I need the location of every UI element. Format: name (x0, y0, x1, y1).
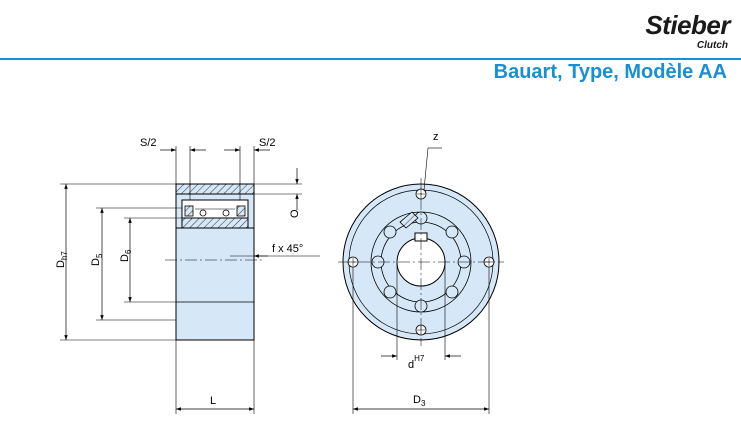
d6-label: D6 (119, 249, 133, 262)
dh7-label: Dh7 (55, 251, 69, 268)
bore-label: dH7 (408, 354, 425, 371)
outer-ring-section (175, 183, 255, 195)
sprag-clip (399, 211, 419, 229)
s-half-left-label: S/2 (140, 137, 157, 149)
inner-ring-section (181, 217, 249, 229)
seal-right (236, 205, 246, 217)
length-label: L (210, 395, 216, 407)
seal-left (184, 205, 194, 217)
brand-name: Stieber (645, 10, 730, 40)
page-title: Bauart, Type, Modèle AA (493, 61, 727, 83)
header-rule (0, 58, 741, 60)
o-label: O (289, 209, 301, 218)
z-label: z (433, 131, 439, 143)
side-view: S/2 S/2 O Dh7 D5 D6 f x 45° L (55, 137, 320, 414)
brand-subtitle: Clutch (696, 40, 728, 51)
d3-label: D3 (413, 394, 426, 408)
s-half-right-label: S/2 (259, 137, 276, 149)
chamfer-label: f x 45° (272, 243, 303, 255)
sprag-element-1 (199, 209, 207, 217)
sprag-element-2 (222, 209, 230, 217)
front-view: z dH7 D3 (338, 131, 504, 414)
stieber-logo: Stieber Clutch (632, 10, 732, 54)
d5-label: D5 (90, 253, 104, 266)
